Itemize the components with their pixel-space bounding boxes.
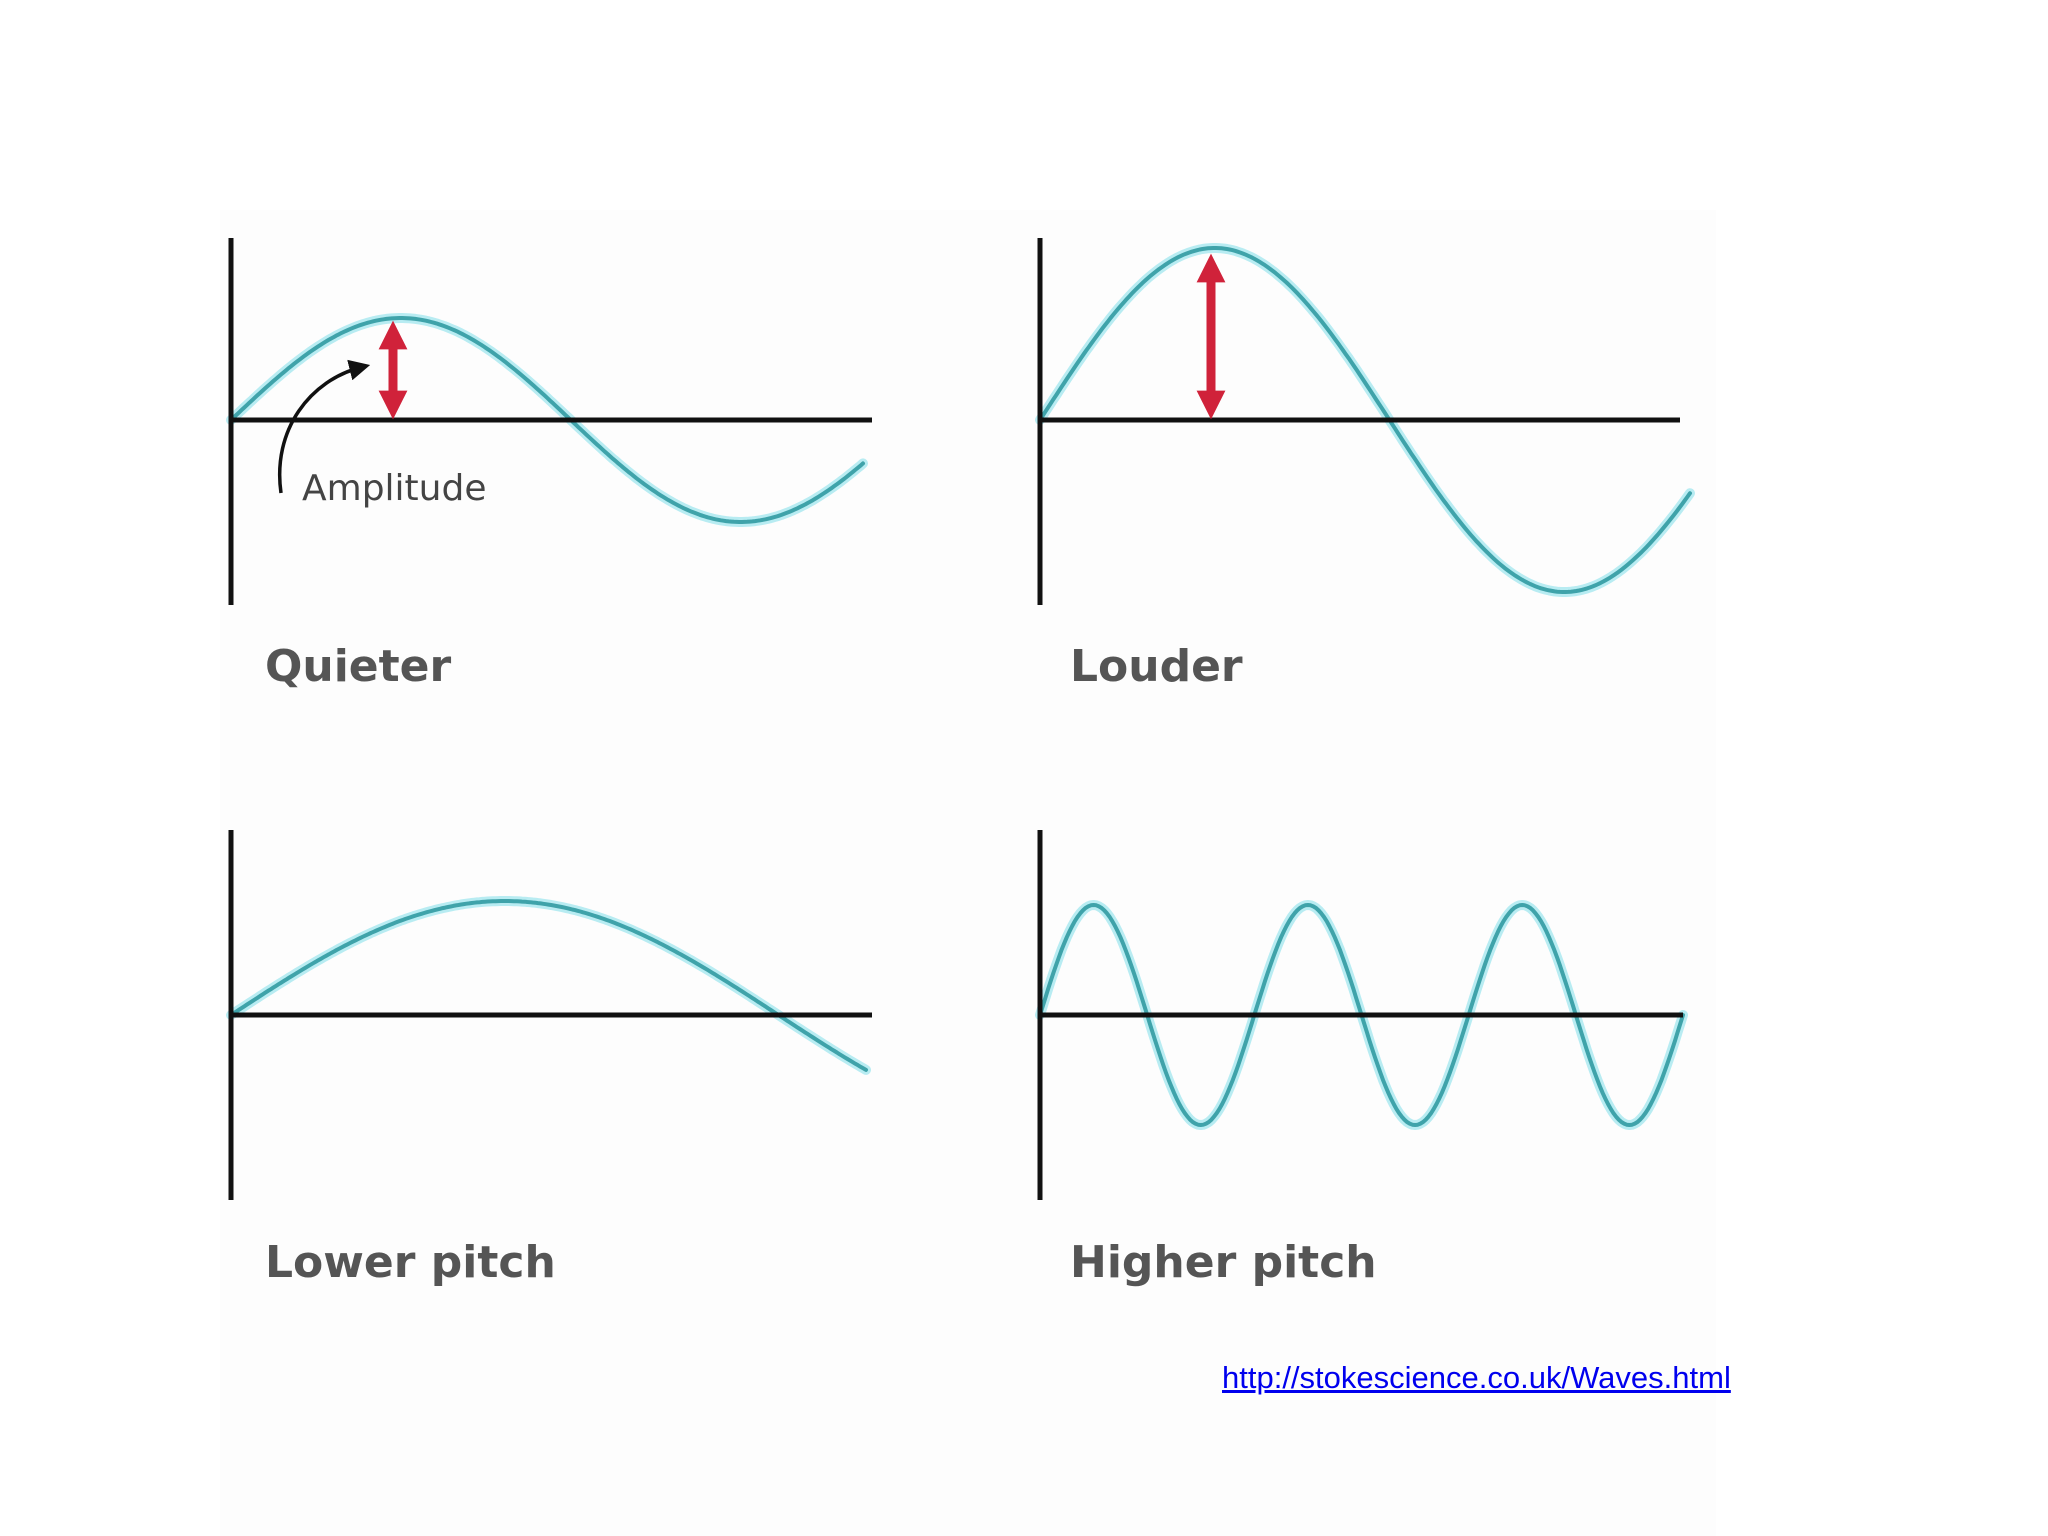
louder-label: Louder [1070, 641, 1243, 692]
lower-pitch-label: Lower pitch [265, 1237, 556, 1288]
quieter-wave [229, 316, 865, 524]
panel-quieter: Amplitude Quieter [226, 238, 872, 692]
louder-wave [1038, 246, 1692, 594]
panel-louder: Louder [1035, 238, 1695, 692]
lower-pitch-wave-glow [226, 896, 871, 1075]
source-link[interactable]: http://stokescience.co.uk/Waves.html [1222, 1360, 1731, 1395]
lower-pitch-wave [229, 899, 868, 1072]
annotation-pointer-arrow [278, 359, 371, 494]
higher-pitch-label: Higher pitch [1070, 1237, 1377, 1288]
image-background [220, 210, 1716, 1536]
amplitude-label: Amplitude [302, 468, 486, 509]
panel-lower-pitch: Lower pitch [226, 830, 872, 1288]
quieter-label: Quieter [265, 641, 452, 692]
panel-higher-pitch: Higher pitch [1035, 830, 1688, 1288]
